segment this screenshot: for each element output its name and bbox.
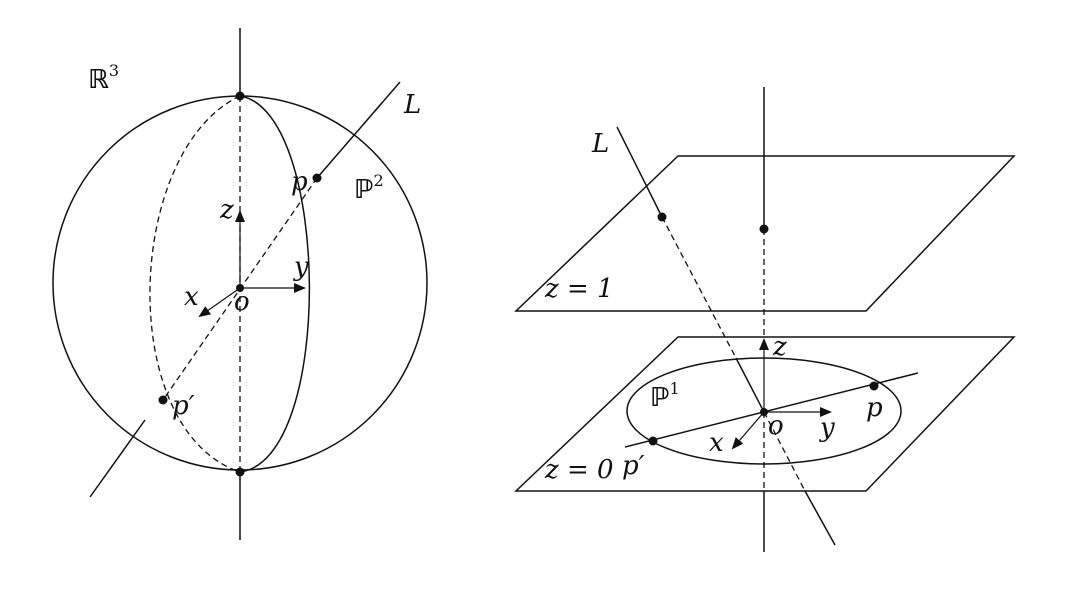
line-L-on-plane — [735, 357, 765, 413]
axis-z-label: z — [772, 332, 787, 362]
line-through-origin — [624, 372, 919, 448]
line-L-bottom — [804, 490, 836, 546]
line-L-intersect-z1 — [657, 212, 667, 222]
origin-label: o — [234, 287, 250, 317]
line-L-top — [616, 126, 663, 218]
south-pole-point — [235, 467, 245, 477]
line-L-under-plane — [763, 411, 806, 492]
plane-z0-label: z = 0 — [544, 455, 614, 485]
great-circle-back — [149, 95, 241, 473]
plane-z0 — [514, 336, 1016, 492]
axis-x-label: x — [709, 428, 724, 458]
axis-intersect-z1 — [759, 224, 769, 234]
plane-z1 — [514, 155, 1016, 312]
line-L-label: L — [403, 90, 421, 120]
origin-point — [236, 284, 244, 292]
line-L-outer-bottom — [89, 419, 146, 498]
plane-z1-label: z = 1 — [544, 274, 614, 304]
origin-point — [760, 408, 768, 416]
space-label: ℝ3 — [88, 61, 119, 95]
plane-label: ℙ2 — [354, 171, 384, 205]
axis-y-label: y — [293, 252, 309, 282]
line-L-outer-top — [316, 81, 401, 179]
north-pole-point — [235, 91, 245, 101]
left-panel: ℝ3 ℙ2 L p p′ o z y x — [52, 28, 428, 540]
x-axis-arrow — [731, 411, 765, 450]
origin-label: o — [768, 411, 784, 441]
point-p-label: p — [866, 393, 883, 423]
point-p — [869, 381, 879, 391]
point-p — [312, 173, 322, 183]
point-p-prime-label: p′ — [172, 391, 195, 421]
point-p-prime — [158, 395, 168, 405]
line-L-label: L — [591, 129, 609, 159]
line-L-between — [661, 216, 737, 359]
line-space-label: ℙ1 — [650, 379, 680, 413]
right-panel: L z = 1 z = 0 ℙ1 p p′ o z y x — [514, 87, 1016, 552]
axis-y-label: y — [819, 413, 835, 443]
great-circle-front — [239, 95, 311, 473]
point-p-prime — [648, 436, 658, 446]
axis-x-label: x — [184, 282, 199, 312]
axis-z-label: z — [219, 195, 234, 225]
x-axis-arrow — [198, 287, 241, 318]
point-p-label: p — [291, 167, 308, 197]
point-p-prime-label: p′ — [622, 451, 645, 481]
